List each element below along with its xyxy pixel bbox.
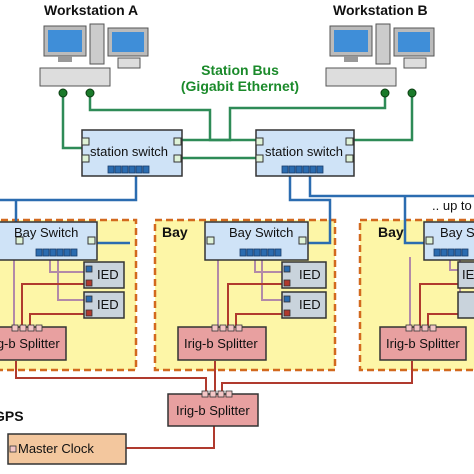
station-switch-1-label: station switch [90, 144, 169, 159]
master-clock-box [7, 433, 127, 465]
ied-box-3a [457, 261, 474, 289]
bay-switch-2-label: Bay Switch [229, 225, 294, 240]
bay-switch-blue-ports [35, 248, 469, 257]
ied-1a-label: IED [97, 267, 119, 282]
bay-2-label: Bay [162, 224, 188, 240]
bay-switch-1-label: Bay Switch [14, 225, 79, 240]
master-clock-port [9, 445, 17, 453]
workstation-a-icon [39, 23, 149, 98]
bay-network-cables [0, 175, 474, 245]
up-to-text: .. up to [432, 198, 472, 213]
workstation-b-label: Workstation B [333, 2, 428, 18]
station-bus-line2: (Gigabit Ethernet) [180, 78, 300, 94]
main-splitter-label: Irig-b Splitter [176, 403, 250, 418]
master-clock-label: Master Clock [18, 441, 94, 456]
bay-splitter-1-box [0, 326, 67, 361]
workstation-a-label: Workstation A [44, 2, 139, 18]
splitter-ports [11, 324, 437, 332]
station-switch-blue-ports [107, 165, 324, 174]
bay-splitter-1-label: Irig-b Splitter [0, 336, 60, 351]
bay-3-label: Bay [378, 224, 404, 240]
main-splitter-ports [201, 390, 233, 398]
ied-3a-label: IED [462, 267, 474, 282]
ied-box-3b [457, 291, 474, 319]
gps-label: GPS [0, 408, 24, 424]
station-switch-ports [81, 137, 354, 163]
bay-splitter-2-label: Irig-b Splitter [184, 336, 258, 351]
ied-1b-label: IED [97, 297, 119, 312]
bay-switch-3-label: Bay Switch [440, 225, 474, 240]
workstation-b-icon [325, 23, 435, 98]
station-bus-title: Station Bus (Gigabit Ethernet) [170, 62, 310, 94]
bay-splitter-3-box [379, 326, 467, 361]
station-bus-cables [61, 93, 414, 160]
ied-ports [85, 265, 291, 317]
ied-2a-label: IED [299, 267, 321, 282]
bay-splitter-3-label: Irig-b Splitter [386, 336, 460, 351]
bay-splitter-2-box [177, 326, 267, 361]
bay-switch-green-ports [15, 236, 434, 245]
station-bus-line1: Station Bus [201, 62, 279, 78]
ied-2b-label: IED [299, 297, 321, 312]
station-switch-2-label: station switch [265, 144, 344, 159]
